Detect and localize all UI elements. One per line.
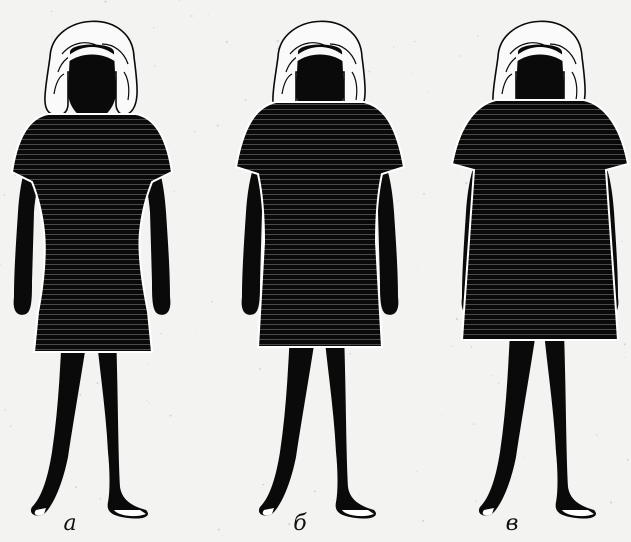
speckle-dot (610, 501, 612, 503)
speckle-dot (160, 333, 162, 335)
speckle-dot (2, 335, 3, 336)
speckle-dot (104, 1, 106, 3)
speckle-dot (0, 263, 1, 265)
speckle-dot (423, 193, 425, 195)
speckle-dot (75, 486, 77, 488)
speckle-dot (174, 190, 175, 191)
speckle-dot (397, 200, 398, 201)
speckle-dot (368, 71, 370, 73)
speckle-dot (245, 99, 247, 101)
speckle-dot (259, 368, 261, 370)
speckle-dot (427, 91, 428, 92)
speckle-dot (624, 357, 625, 358)
speckle-dot (178, 0, 180, 1)
speckle-dot (349, 353, 350, 354)
speckle-dot (154, 65, 155, 66)
speckle-dot (442, 415, 443, 416)
speckle-dot (148, 364, 149, 365)
speckle-dot (475, 500, 477, 502)
speckle-dot (195, 333, 196, 334)
speckle-dot (417, 266, 418, 267)
speckle-dot (624, 343, 626, 345)
speckle-dot (226, 41, 228, 43)
speckle-dot (218, 529, 220, 531)
speckle-dot (100, 498, 102, 500)
speckle-dot (414, 41, 416, 43)
speckle-dot (97, 382, 99, 384)
speckle-dot (457, 173, 458, 174)
figure-c (452, 21, 628, 518)
speckle-dot (10, 425, 11, 426)
speckle-dot (492, 375, 493, 376)
speckle-dot (4, 194, 6, 196)
figure-b (236, 21, 404, 518)
figure-a (12, 21, 172, 518)
speckle-dot (473, 423, 475, 425)
speckle-dot (393, 46, 394, 47)
speckle-dot (524, 456, 525, 457)
speckle-dot (149, 402, 150, 403)
speckle-dot (456, 318, 458, 320)
speckle-dot (477, 35, 478, 36)
speckle-dot (596, 434, 597, 435)
speckle-dot (208, 14, 209, 15)
speckle-dot (498, 383, 499, 384)
speckle-dot (452, 346, 453, 347)
speckle-dot (170, 414, 172, 416)
caption-c: в (497, 512, 527, 536)
speckle-dot (211, 301, 213, 303)
speckle-dot (153, 27, 154, 28)
speckle-dot (52, 37, 53, 38)
speckle-dot (422, 520, 424, 522)
speckle-dot (217, 125, 219, 127)
speckle-dot (359, 495, 360, 496)
caption-b: б (285, 512, 315, 536)
speckle-dot (194, 131, 196, 133)
speckle-dot (314, 490, 316, 492)
speckle-dot (191, 15, 193, 17)
speckle-dot (5, 409, 7, 411)
caption-a: а (55, 512, 85, 536)
speckle-dot (430, 383, 431, 384)
speckle-dot (621, 241, 622, 242)
speckle-dot (416, 471, 417, 472)
speckle-dot (459, 55, 461, 57)
dress-fitted (12, 114, 172, 352)
speckle-dot (79, 394, 81, 396)
speckle-dot (262, 484, 264, 486)
speckle-dot (471, 346, 473, 348)
speckle-dot (277, 40, 279, 42)
speckle-dot (465, 182, 467, 184)
speckle-dot (411, 73, 412, 74)
dress-a-line (452, 100, 628, 340)
speckle-dot (423, 152, 424, 153)
speckle-dot (146, 400, 147, 401)
speckle-dot (51, 11, 53, 13)
speckle-dot (627, 459, 629, 461)
